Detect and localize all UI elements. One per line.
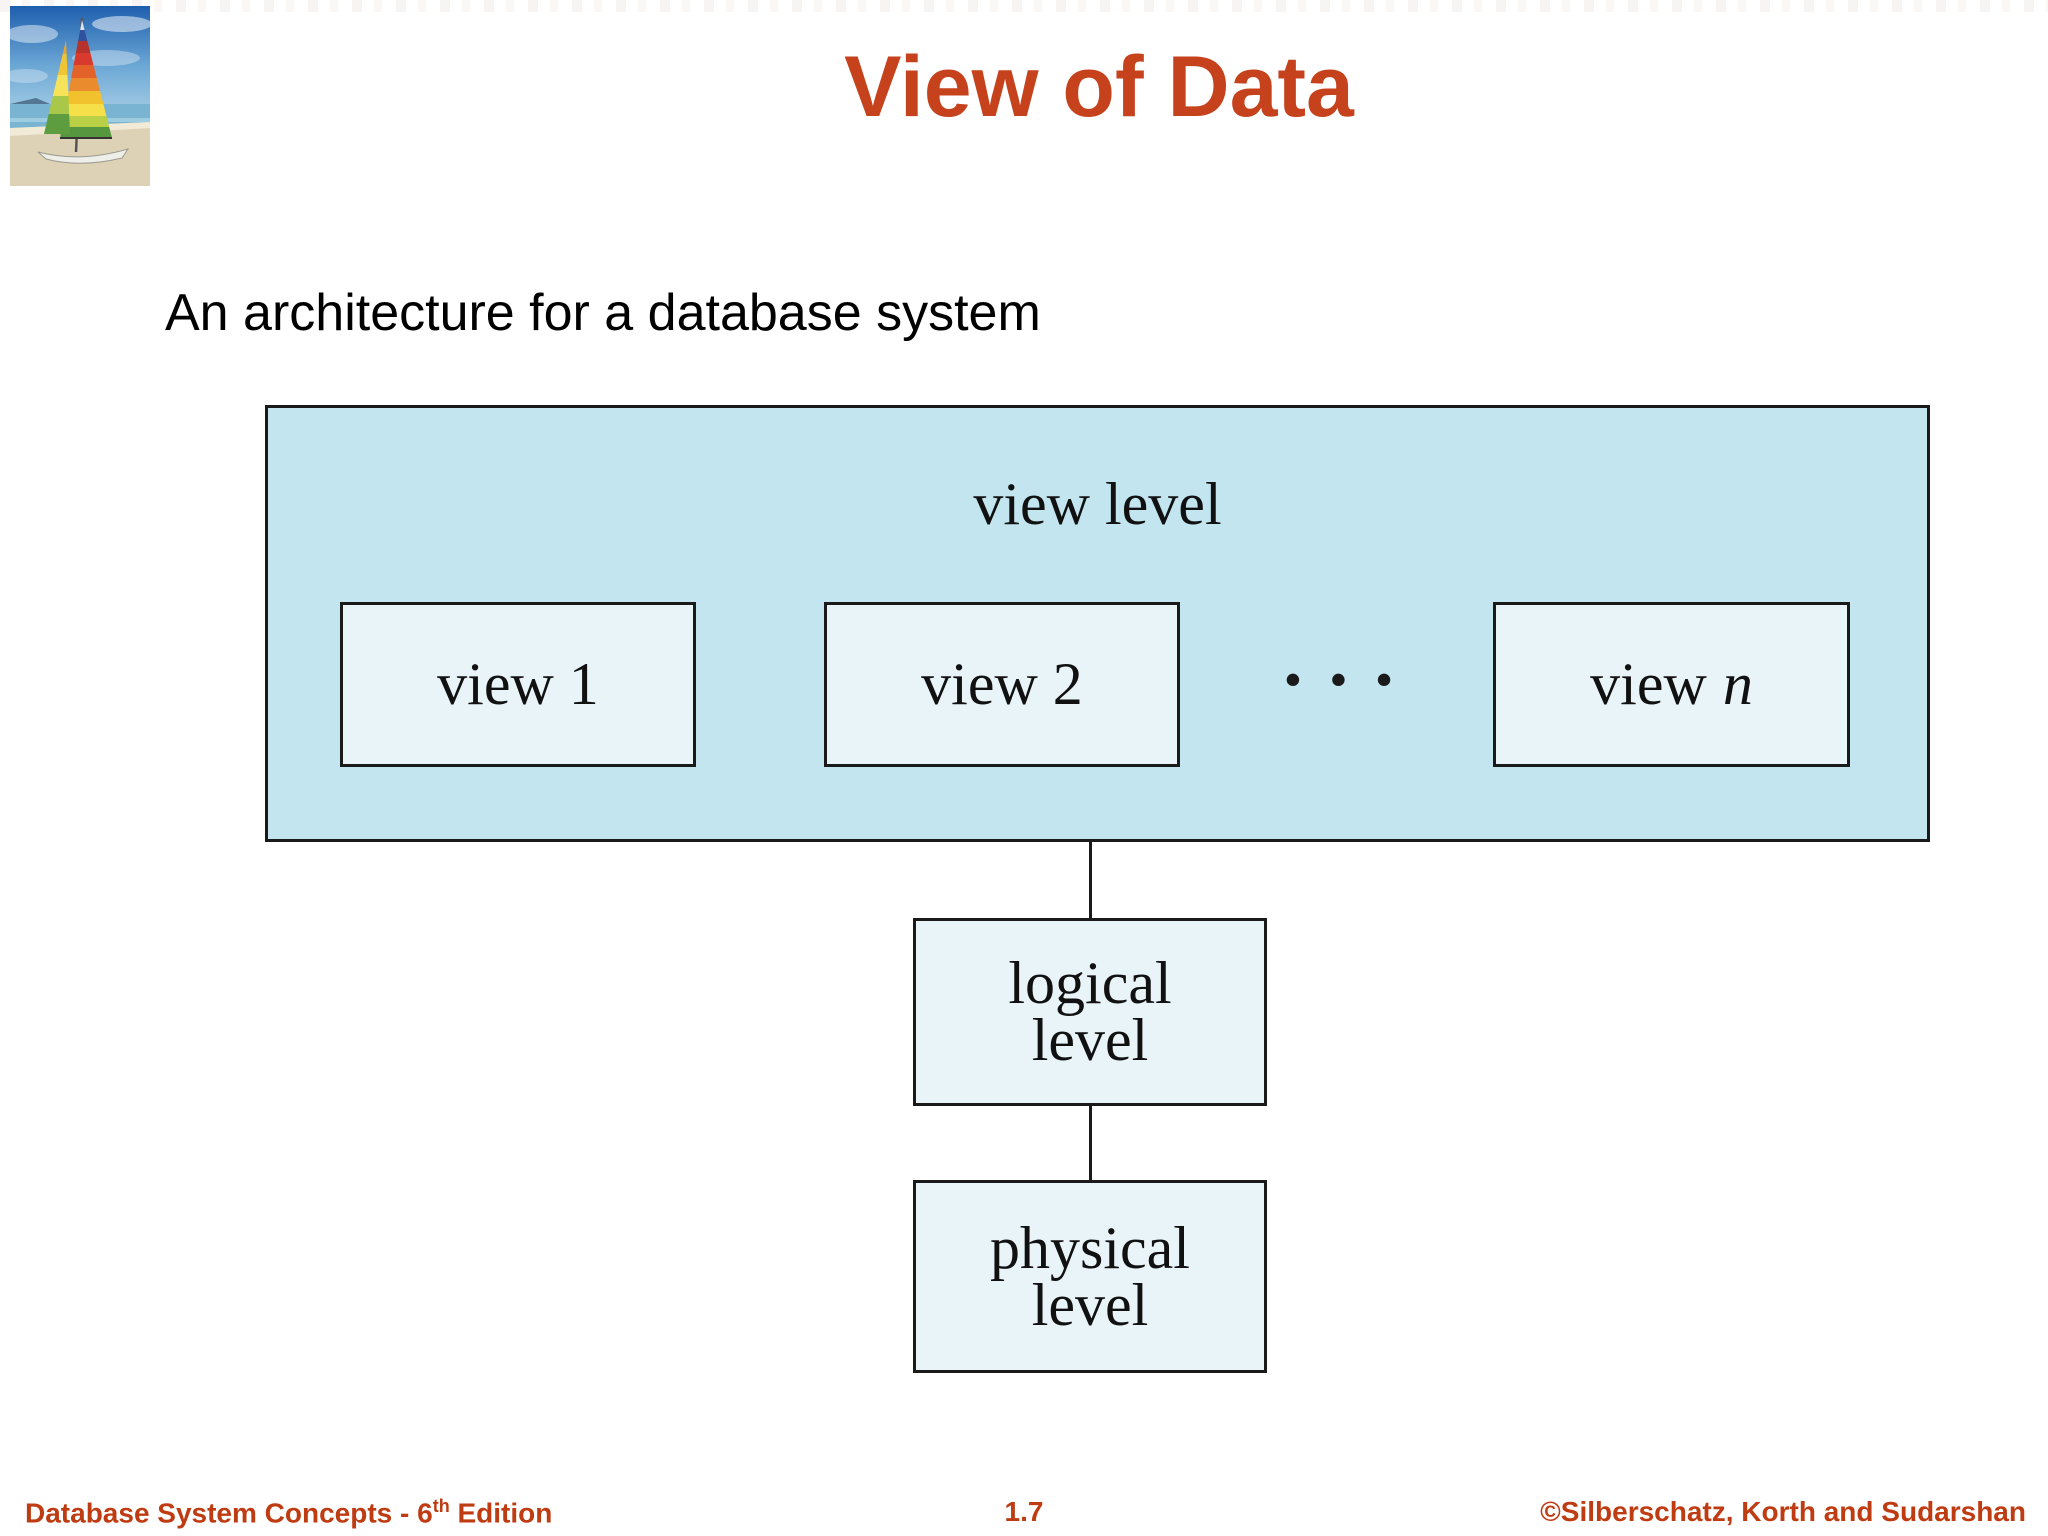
logical-level-box: logical level — [913, 918, 1267, 1106]
footer-copyright: ©Silberschatz, Korth and Sudarshan — [1540, 1496, 2026, 1527]
view-1-label: view 1 — [437, 651, 599, 717]
slide-title: View of Data — [844, 39, 1354, 135]
physical-level-box: physical level — [913, 1180, 1267, 1373]
footer-edition-superscript: th — [432, 1496, 450, 1516]
view-2-label: view 2 — [921, 651, 1083, 717]
view-level-label: view level — [973, 471, 1222, 537]
top-edge-texture — [0, 0, 2048, 12]
slide-subtitle: An architecture for a database system — [165, 284, 1041, 342]
view-level-container: view level view 1 view 2 • • • view n — [265, 405, 1930, 842]
footer-book-title: Database System Concepts - 6th Edition — [25, 1496, 552, 1529]
footer-page-number: 1.7 — [1004, 1496, 1044, 1527]
sailboat-logo-image — [10, 6, 150, 186]
connector-view-to-logical — [1089, 839, 1092, 918]
physical-level-line1: physical — [990, 1214, 1190, 1281]
view-n-variable: n — [1722, 651, 1753, 717]
view-2-box: view 2 — [824, 602, 1180, 767]
logical-level-line1: logical — [1008, 950, 1172, 1016]
view-n-box: view n — [1493, 602, 1850, 767]
footer-edition-text: Edition — [449, 1497, 553, 1529]
ellipsis-dots: • • • — [1284, 654, 1402, 705]
connector-logical-to-physical — [1089, 1103, 1092, 1180]
logical-level-line2: level — [1031, 1007, 1149, 1073]
view-n-label: view — [1590, 651, 1707, 717]
view-1-box: view 1 — [340, 602, 696, 767]
physical-level-line2: level — [1031, 1271, 1149, 1338]
footer-book-title-text: Database System Concepts - 6 — [25, 1497, 433, 1529]
